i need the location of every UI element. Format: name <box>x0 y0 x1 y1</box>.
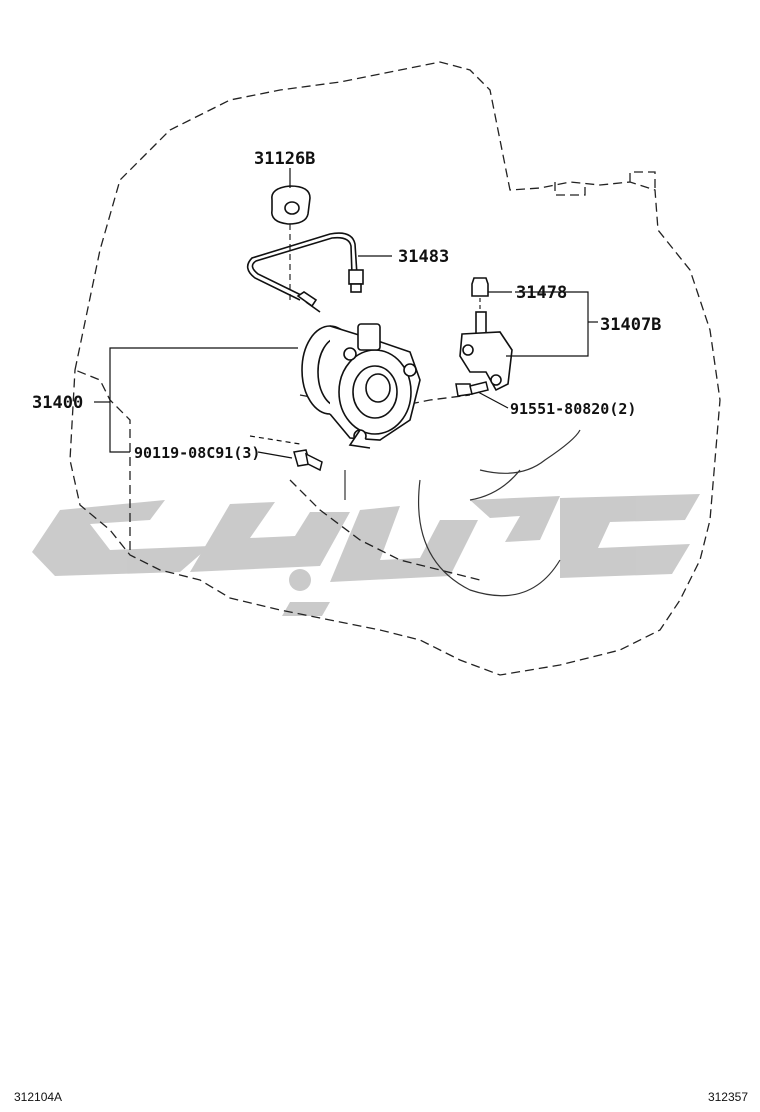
bleeder-cap-31478 <box>471 277 489 312</box>
callout-31478: 31478 <box>516 283 567 303</box>
release-cylinder-31400 <box>301 323 421 449</box>
grommet-31126B <box>271 185 311 300</box>
bolt-90119 <box>293 449 323 472</box>
watermark-logo <box>32 494 700 616</box>
clutch-pipe-31483 <box>246 232 364 313</box>
bolt-91551 <box>455 381 489 397</box>
leader-lines <box>94 168 598 459</box>
callout-31126B: 31126B <box>254 149 315 169</box>
bleeder-union-31407B <box>459 311 513 392</box>
callout-90119-08C91: 90119-08C91(3) <box>134 444 260 462</box>
callout-31483: 31483 <box>398 247 449 267</box>
footer-right-code: 312357 <box>707 1090 748 1104</box>
callout-31400: 31400 <box>32 393 83 413</box>
callout-31407B: 31407B <box>600 315 661 335</box>
callout-91551-80820: 91551-80820(2) <box>510 400 636 418</box>
footer-left-code: 312104A <box>14 1090 63 1104</box>
